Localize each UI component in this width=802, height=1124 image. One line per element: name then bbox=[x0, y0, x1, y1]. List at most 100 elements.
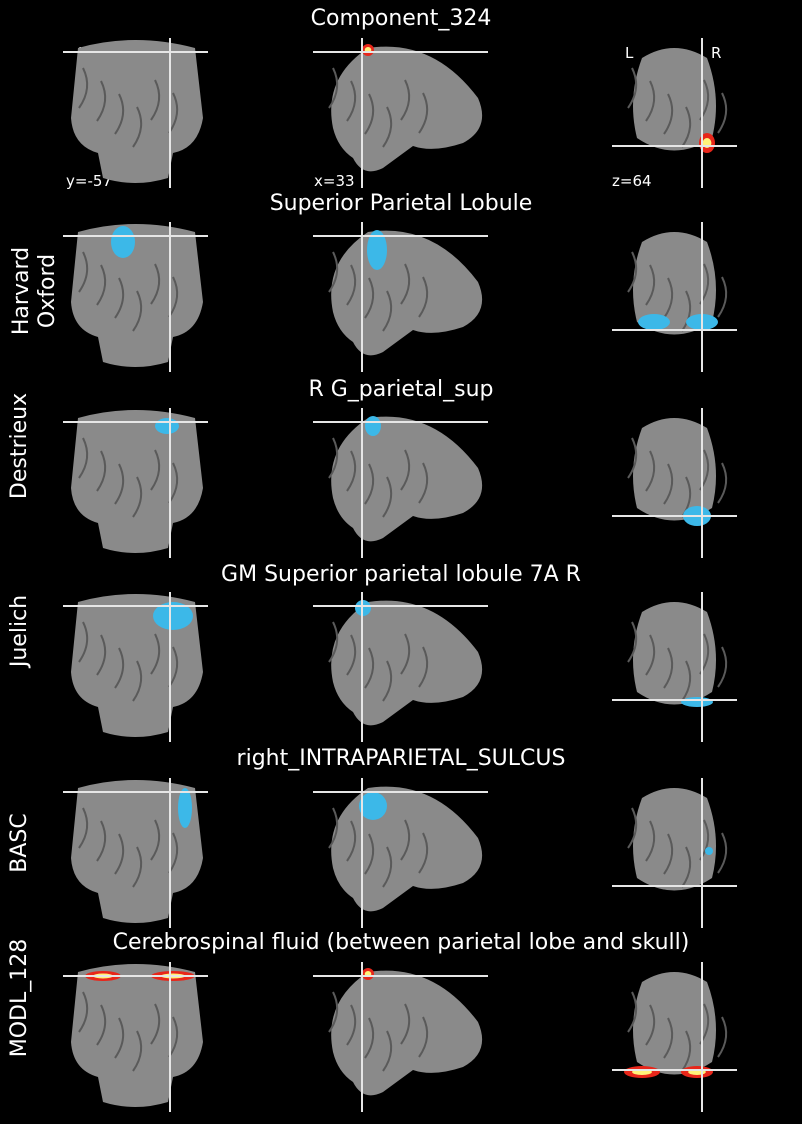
sulcus-line bbox=[627, 437, 638, 479]
axial-slice-row-0 bbox=[612, 38, 737, 188]
sulcus-line bbox=[328, 251, 339, 293]
atlas-region-blob bbox=[638, 314, 670, 330]
sulcus-line bbox=[382, 660, 393, 702]
sulcus-line bbox=[96, 1004, 107, 1046]
sulcus-line bbox=[627, 621, 638, 663]
sulcus-line bbox=[717, 92, 728, 134]
sagittal-slice-row-2 bbox=[313, 408, 488, 558]
sulcus-line bbox=[132, 1030, 143, 1072]
sulcus-line bbox=[645, 264, 656, 306]
sagittal-slice-row-0 bbox=[313, 38, 488, 188]
axial-coordinate: z=64 bbox=[612, 172, 652, 190]
sulcus-line bbox=[645, 634, 656, 676]
sulcus-line bbox=[717, 1016, 728, 1058]
coronal-slice-row-5 bbox=[63, 962, 208, 1112]
sulcus-line bbox=[627, 251, 638, 293]
sulcus-line bbox=[364, 833, 375, 875]
component-title: Component_324 bbox=[310, 6, 492, 31]
axial-slice-row-3 bbox=[612, 592, 737, 742]
sulcus-line bbox=[132, 476, 143, 518]
sulcus-line bbox=[364, 647, 375, 689]
sulcus-line bbox=[627, 991, 638, 1033]
atlas-region-blob bbox=[365, 416, 381, 436]
sulcus-line bbox=[663, 277, 674, 319]
axial-brain-row-1 bbox=[633, 232, 716, 335]
sagittal-coordinate: x=33 bbox=[314, 172, 355, 190]
sulcus-line bbox=[328, 67, 339, 109]
sulcus-line bbox=[150, 633, 161, 675]
axial-brain-row-2 bbox=[633, 418, 716, 521]
row-title-harvard: Superior Parietal Lobule bbox=[269, 191, 533, 216]
sulcus-line bbox=[418, 92, 429, 134]
coronal-brain-row-2 bbox=[71, 410, 203, 553]
sulcus-line bbox=[400, 449, 411, 491]
coronal-slice-row-0 bbox=[63, 38, 208, 188]
sulcus-line bbox=[168, 1016, 179, 1058]
axial-slice-row-5 bbox=[612, 962, 737, 1112]
sulcus-line bbox=[382, 846, 393, 888]
sulcus-line bbox=[400, 633, 411, 675]
sulcus-line bbox=[364, 93, 375, 135]
row-title-modl: Cerebrospinal fluid (between parietal lo… bbox=[112, 930, 690, 955]
sulcus-line bbox=[364, 463, 375, 505]
sulcus-line bbox=[364, 277, 375, 319]
sagittal-slice-row-1 bbox=[313, 222, 488, 372]
sulcus-line bbox=[418, 462, 429, 504]
sulcus-line bbox=[627, 67, 638, 109]
sulcus-line bbox=[382, 1030, 393, 1072]
atlas-label-oxford-line: Oxford bbox=[35, 253, 60, 329]
sulcus-line bbox=[346, 634, 357, 676]
sulcus-line bbox=[328, 621, 339, 663]
atlas-label-destrieux: Destrieux bbox=[7, 392, 32, 500]
atlas-region-blob bbox=[681, 697, 713, 707]
axial-brain-row-4 bbox=[633, 788, 716, 891]
sulcus-line bbox=[168, 276, 179, 318]
sulcus-line bbox=[400, 79, 411, 121]
sulcus-line bbox=[78, 621, 89, 663]
sulcus-line bbox=[132, 106, 143, 148]
coronal-brain-row-1 bbox=[71, 224, 203, 367]
sulcus-line bbox=[400, 263, 411, 305]
sulcus-line bbox=[645, 450, 656, 492]
sulcus-line bbox=[150, 819, 161, 861]
coronal-coordinate: y=-57 bbox=[66, 172, 112, 190]
row-title-juelich: GM Superior parietal lobule 7A R bbox=[221, 562, 581, 587]
atlas-region-blob bbox=[153, 602, 193, 630]
sulcus-line bbox=[114, 277, 125, 319]
coronal-brain-row-5 bbox=[71, 964, 203, 1107]
row-title-destrieux: R G_parietal_sup bbox=[308, 377, 494, 402]
sulcus-line bbox=[96, 634, 107, 676]
sulcus-line bbox=[627, 807, 638, 849]
axial-brain-row-5 bbox=[633, 972, 716, 1075]
sulcus-line bbox=[681, 106, 692, 148]
sulcus-line bbox=[150, 263, 161, 305]
sulcus-line bbox=[96, 80, 107, 122]
coronal-slice-row-4 bbox=[63, 778, 208, 928]
sulcus-line bbox=[328, 437, 339, 479]
sulcus-line bbox=[78, 251, 89, 293]
atlas-region-blob bbox=[367, 230, 387, 270]
sulcus-line bbox=[382, 476, 393, 518]
atlas-region-blob bbox=[178, 788, 192, 828]
sulcus-line bbox=[418, 646, 429, 688]
sulcus-line bbox=[150, 79, 161, 121]
sulcus-line bbox=[681, 290, 692, 332]
sulcus-line bbox=[328, 991, 339, 1033]
sulcus-line bbox=[346, 820, 357, 862]
sulcus-line bbox=[114, 463, 125, 505]
sulcus-line bbox=[645, 80, 656, 122]
atlas-label-juelich: Juelich bbox=[7, 594, 32, 668]
atlas-region-blob bbox=[155, 418, 179, 434]
sulcus-line bbox=[717, 832, 728, 874]
sulcus-line bbox=[681, 1030, 692, 1072]
sulcus-line bbox=[132, 846, 143, 888]
sulcus-line bbox=[346, 1004, 357, 1046]
sulcus-line bbox=[681, 660, 692, 702]
sulcus-line bbox=[114, 833, 125, 875]
sulcus-line bbox=[168, 462, 179, 504]
coronal-slice-row-3 bbox=[63, 592, 208, 742]
axial-slice-row-1 bbox=[612, 222, 737, 372]
sulcus-line bbox=[681, 846, 692, 888]
sulcus-line bbox=[132, 290, 143, 332]
sulcus-line bbox=[168, 832, 179, 874]
